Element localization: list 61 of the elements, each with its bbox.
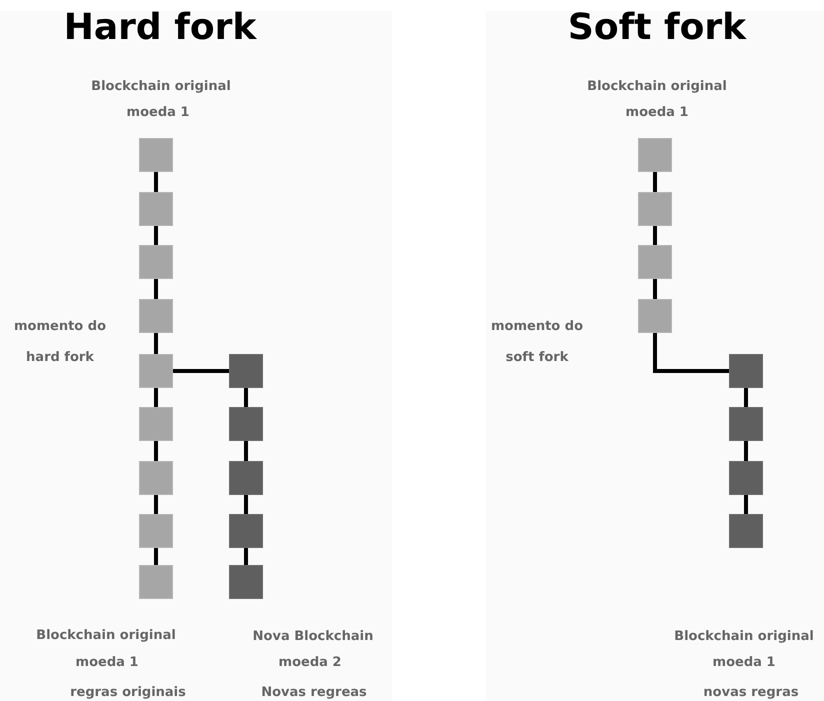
text-label: novas regras bbox=[703, 685, 799, 701]
text-label: regras originais bbox=[70, 685, 186, 701]
text-label: moeda 1 bbox=[76, 655, 138, 671]
connector-line bbox=[744, 495, 748, 514]
text-label: moeda 1 bbox=[126, 105, 190, 121]
block-square bbox=[638, 192, 672, 226]
block-square bbox=[139, 407, 173, 441]
text-label: moeda 2 bbox=[278, 655, 342, 671]
connector-line bbox=[653, 172, 657, 192]
text-label: soft fork bbox=[506, 350, 568, 366]
block-square bbox=[139, 461, 173, 495]
connector-line bbox=[154, 333, 158, 354]
text-label: Blockchain original bbox=[36, 628, 176, 644]
block-square bbox=[638, 138, 672, 172]
connector-line bbox=[154, 495, 158, 514]
connector-line bbox=[653, 226, 657, 245]
text-label: hard fork bbox=[26, 350, 94, 366]
connector-line bbox=[244, 495, 248, 514]
block-square bbox=[229, 407, 263, 441]
block-square bbox=[139, 245, 173, 279]
text-label: Blockchain original bbox=[674, 629, 814, 645]
connector-line bbox=[154, 172, 158, 192]
connector-line bbox=[653, 333, 729, 373]
text-label: momento do bbox=[491, 319, 583, 335]
connector-line bbox=[154, 441, 158, 461]
block-square bbox=[139, 138, 173, 172]
block-square bbox=[139, 514, 173, 548]
text-label: Blockchain original bbox=[587, 79, 727, 95]
text-label: Nova Blockchain bbox=[252, 629, 374, 645]
connector-line bbox=[244, 441, 248, 461]
block-square bbox=[729, 514, 763, 548]
block-square bbox=[638, 299, 672, 333]
block-square bbox=[729, 354, 763, 388]
connector-line bbox=[154, 388, 158, 407]
block-square bbox=[729, 407, 763, 441]
block-square bbox=[229, 354, 263, 388]
text-label: momento do bbox=[14, 319, 106, 335]
connector-line bbox=[653, 279, 657, 299]
block-square bbox=[229, 514, 263, 548]
connector-line bbox=[744, 388, 748, 407]
connector-line bbox=[154, 279, 158, 299]
block-square bbox=[729, 461, 763, 495]
connector-line bbox=[173, 369, 229, 373]
connector-line bbox=[154, 548, 158, 565]
block-square bbox=[229, 565, 263, 599]
block-square bbox=[229, 461, 263, 495]
block-square bbox=[139, 354, 173, 388]
panel-title: Soft fork bbox=[568, 8, 746, 48]
text-label: Blockchain original bbox=[91, 79, 231, 95]
panel-title: Hard fork bbox=[64, 8, 256, 48]
block-square bbox=[139, 299, 173, 333]
connector-line bbox=[744, 441, 748, 461]
block-square bbox=[139, 565, 173, 599]
text-label: moeda 1 bbox=[712, 655, 776, 671]
connector-line bbox=[244, 388, 248, 407]
connector-line bbox=[244, 548, 248, 565]
block-square bbox=[638, 245, 672, 279]
text-label: Novas regreas bbox=[261, 685, 367, 701]
block-square bbox=[139, 192, 173, 226]
text-label: moeda 1 bbox=[626, 105, 688, 121]
connector-line bbox=[154, 226, 158, 245]
